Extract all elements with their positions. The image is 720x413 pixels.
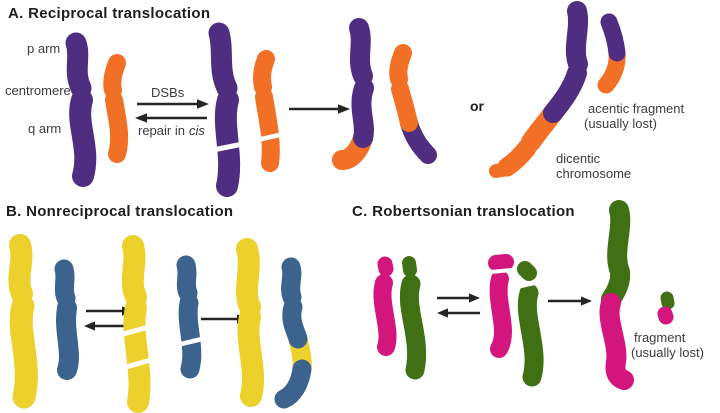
arrowhead-left (135, 113, 147, 123)
chromosome-green-broken (516, 261, 544, 387)
repair-in-cis-label: repair in cis (138, 123, 205, 138)
break-line (256, 131, 285, 143)
dsbs-label: DSBs (151, 85, 185, 100)
repair-back-arrow (135, 113, 207, 123)
fragment-label-line2: (usually lost) (631, 345, 704, 360)
or-label: or (470, 98, 485, 114)
acentric-label-line2: (usually lost) (584, 116, 657, 131)
chromosome-orange-intact (103, 54, 129, 163)
arrowhead-left (437, 308, 448, 318)
arrowhead-right (469, 293, 480, 303)
chromosome-purple-intact (65, 32, 97, 187)
chromosome-yellow-product (236, 238, 265, 407)
chromosome-purple-orange-product (332, 18, 374, 170)
panel-b: B. Nonreciprocal translocation (6, 203, 312, 413)
p-arm-label: p arm (27, 41, 60, 56)
repair-label-text: repair in (138, 123, 185, 138)
q-arm-label: q arm (28, 121, 61, 136)
dsb-forward-arrow (137, 99, 209, 109)
chromosome-purple-broken (208, 22, 244, 197)
acentric-label-line1: acentic fragment (588, 101, 684, 116)
fragment-label-line1: fragment (634, 330, 686, 345)
break-line (489, 268, 513, 274)
chromosome-blue-broken (176, 255, 203, 379)
chromosome-orange-broken (253, 50, 285, 172)
arrowhead-right (197, 99, 209, 109)
result-arrow-a (289, 104, 350, 114)
chromosome-blue-yellow-product (274, 257, 312, 409)
panel-b-title: B. Nonreciprocal translocation (6, 203, 233, 220)
break-line (212, 141, 244, 153)
chromosome-yellow-broken (121, 235, 152, 413)
acentric-fragment (597, 13, 626, 94)
break-line (125, 357, 152, 370)
chromosome-fused-product (599, 200, 634, 390)
arrowhead-right (581, 296, 592, 306)
chromosome-yellow-intact (8, 234, 38, 409)
dicentric-label-line2: chromosome (556, 166, 631, 181)
result-arrow-c (548, 296, 592, 306)
chromosome-orange-purple-product (389, 44, 437, 164)
dicentric-label-line1: dicentic (556, 151, 601, 166)
break-line (516, 280, 540, 289)
centromere-label: centromere (5, 83, 71, 98)
panel-a-title: A. Reciprocal translocation (8, 5, 210, 22)
break-line (176, 336, 203, 348)
break-line (122, 324, 150, 337)
chromosome-magenta-broken (488, 254, 514, 358)
cis-italic-text: cis (189, 123, 205, 138)
panel-a: A. Reciprocal translocation p arm centro… (5, 1, 684, 197)
chromosome-blue-intact (54, 259, 79, 380)
arrowhead-left (84, 321, 95, 331)
chromosome-green-intact (399, 256, 427, 380)
arrowhead-right (338, 104, 350, 114)
lost-fragment (657, 291, 675, 325)
chromosome-dicentric (489, 1, 588, 178)
panel-c: C. Robertsonian translocation (352, 200, 704, 390)
equilibrium-arrows-c (437, 293, 480, 318)
panel-c-title: C. Robertsonian translocation (352, 203, 575, 220)
chromosome-magenta-intact (373, 256, 397, 356)
